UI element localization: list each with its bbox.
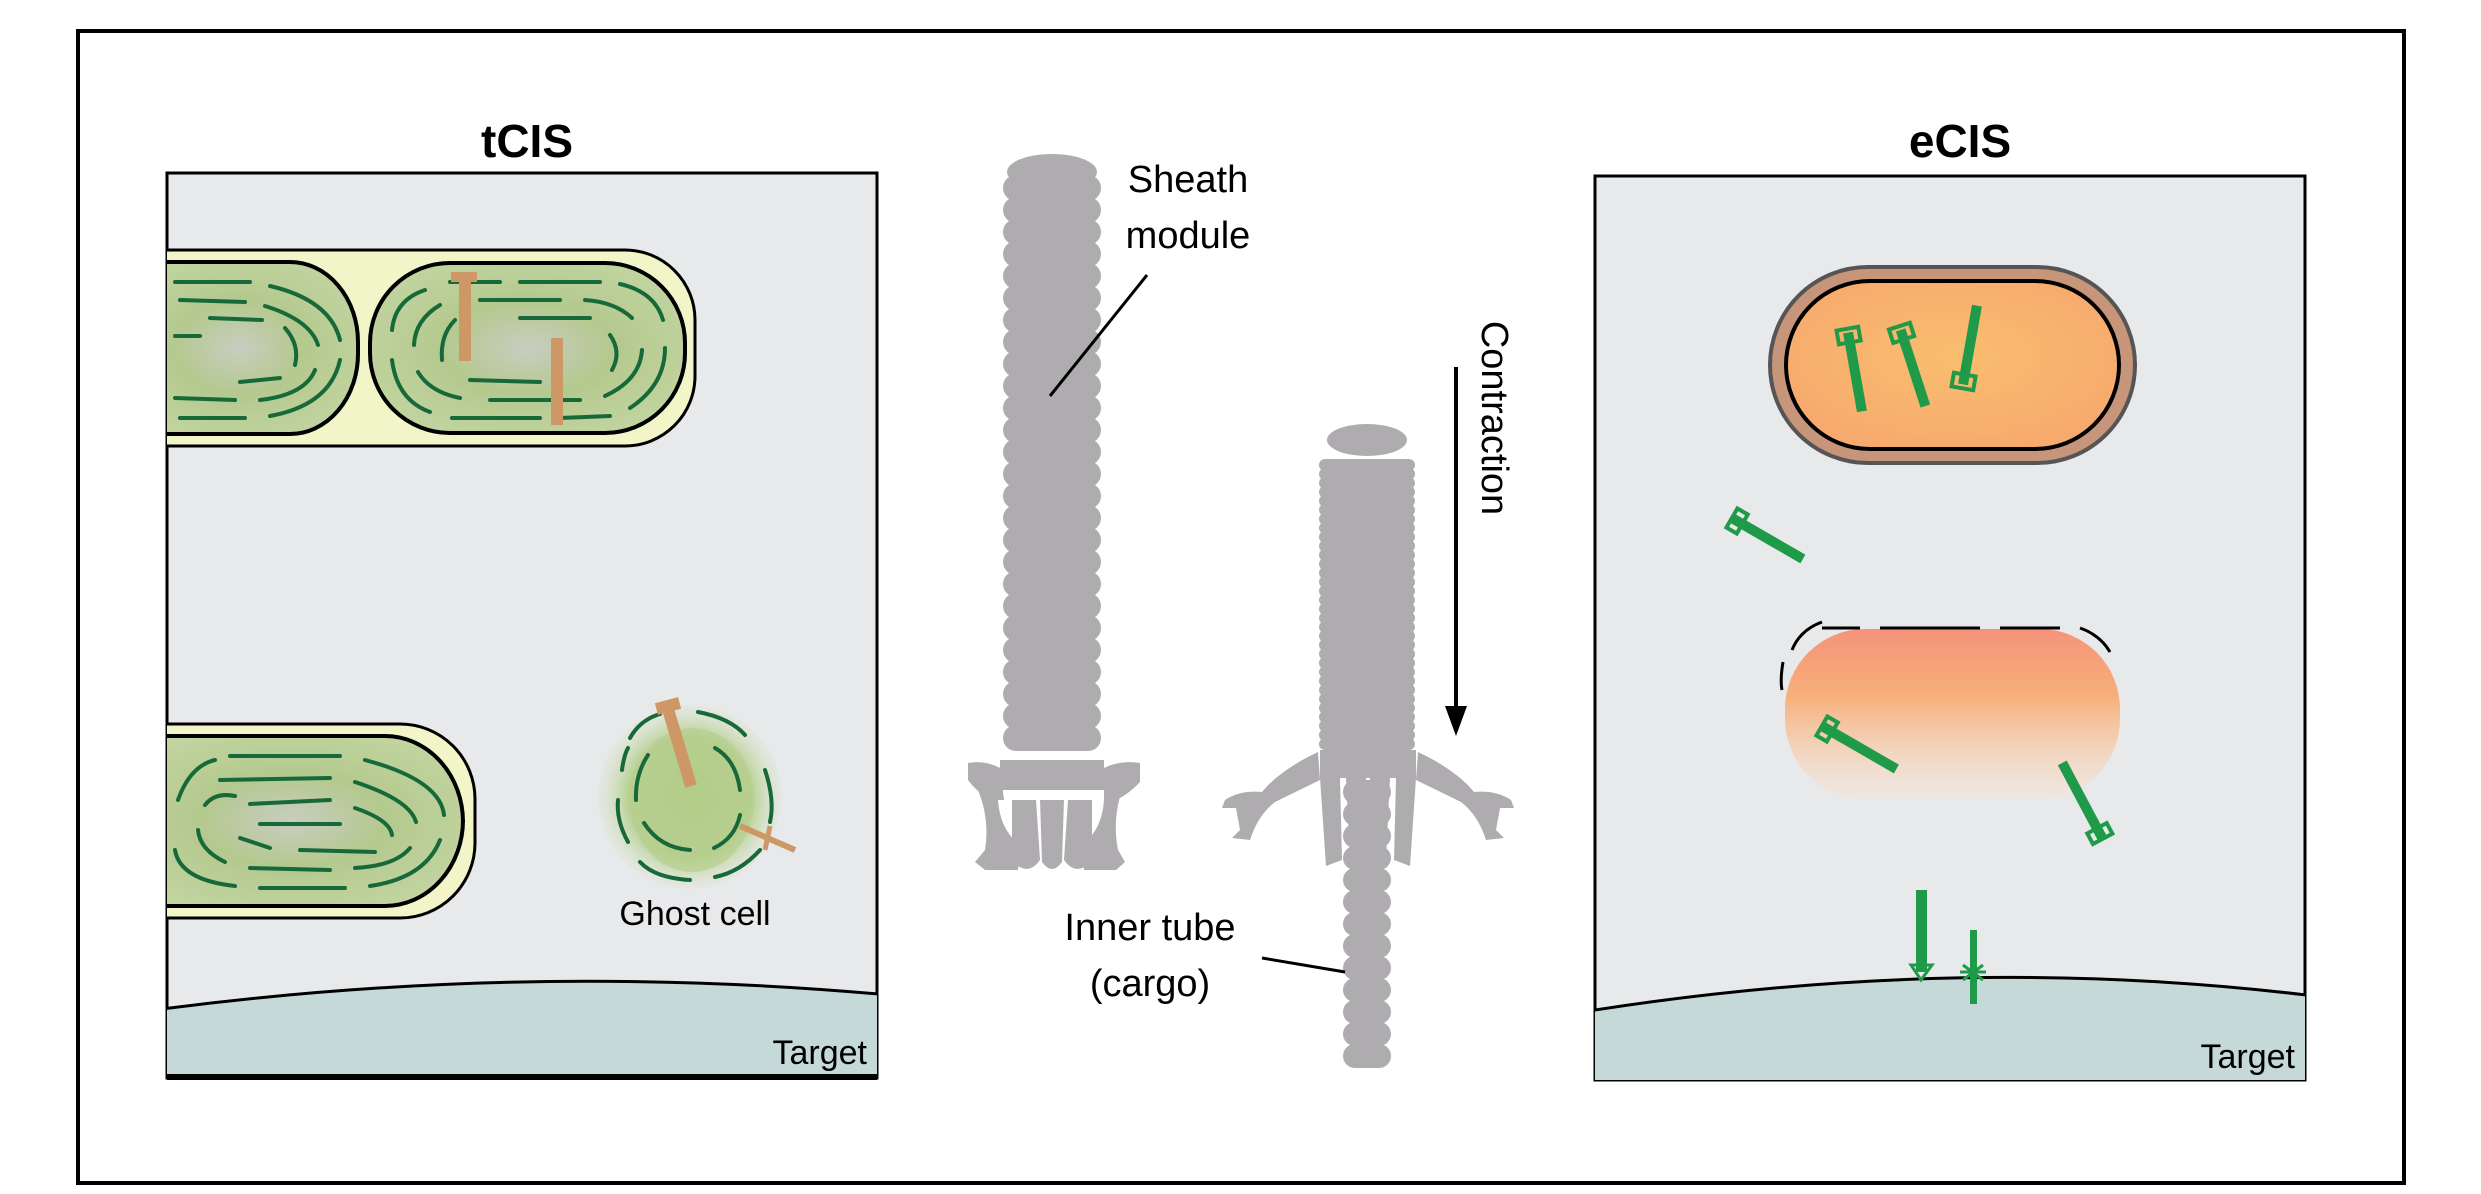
ecis-lysed-cell [1779,620,2120,799]
sheath-ring [1003,197,1101,223]
inner-tube-segment [1343,934,1391,958]
inner-tube-leader-line [1261,956,1346,974]
ecis-target-cell [1595,975,2305,1080]
sheath-ring [1003,395,1101,421]
sheath-ring [1003,703,1101,729]
sheath-ring [1003,549,1101,575]
sheath-ring [1003,219,1101,245]
contraction-arrow-group: Contraction [1445,321,1515,736]
sheath-ring [1003,505,1101,531]
tcis-target-cell [167,979,877,1078]
inner-tube-segment [1343,1000,1391,1024]
sheath-ring [1003,593,1101,619]
ghost-cell-label: Ghost cell [619,895,770,933]
ecis-released-particle [1723,505,1806,564]
contracted-baseplate [1222,750,1514,866]
sheath-ring [1003,725,1101,751]
tcis-cell-top-left [167,260,360,436]
tcis-tan-sheath [551,338,563,425]
inner-tube-segment [1343,1022,1391,1046]
sheath-ring [1003,373,1101,399]
tcis-panel: tCIS [165,115,879,1080]
sheath-ring [1003,615,1101,641]
extended-sheath [968,154,1140,870]
ecis-docking-particle [1908,890,1935,983]
inner-tube-segment [1343,868,1391,892]
contracted-sheath-cap [1327,424,1407,456]
sheath-ring [1003,175,1101,201]
tcis-cell-top-right [368,261,687,435]
sheath-label-line2: module [1126,215,1251,257]
sheath-leader-line [1048,274,1149,397]
sheath-ring [1003,329,1101,355]
inner-tube-segment [1343,1044,1391,1068]
sheath-ring [1003,461,1101,487]
extended-baseplate [968,760,1140,870]
inner-tube-segment [1343,780,1391,804]
inner-tube-segment [1343,978,1391,1002]
sheath-ring [1003,263,1101,289]
ecis-panel: eCIS [1593,115,2307,1082]
sheath-label-line1: Sheath [1128,159,1248,201]
sheath-ring [1003,571,1101,597]
ecis-target-label: Target [2201,1038,2296,1076]
inner-tube-label-line2: (cargo) [1090,963,1210,1005]
sheath-ring [1003,527,1101,553]
inner-tube-segment [1343,956,1391,980]
tcis-cell-bottom [167,734,465,908]
inner-tube-segment [1343,890,1391,914]
contraction-arrowhead [1445,706,1467,736]
ghost-cell: Ghost cell [598,697,797,933]
sheath-ring [1003,351,1101,377]
inner-tube-segment [1343,802,1391,826]
sheath-ring [1003,439,1101,465]
contracted-sheath-ring [1319,738,1415,750]
sheath-ring [1003,241,1101,267]
sheath-ring [1003,659,1101,685]
inner-tube-segment [1343,912,1391,936]
inner-tube-segment [1343,846,1391,870]
ecis-injecting-particle [1960,930,1986,1004]
sheath-ring [1003,417,1101,443]
sheath-ring [1003,285,1101,311]
sheath-label-group: Sheath module [1048,159,1251,397]
contracted-sheath [1222,424,1514,1068]
inner-tube-label-line1: Inner tube [1064,907,1235,949]
contraction-label: Contraction [1473,321,1515,515]
sheath-ring [1003,307,1101,333]
sheath-ring [1003,681,1101,707]
tcis-target-label: Target [773,1034,868,1072]
sheath-ring [1003,483,1101,509]
inner-tube-segment [1343,824,1391,848]
tcis-title: tCIS [481,115,573,167]
ecis-producer-cell [1768,265,2137,465]
ecis-free-particle [2057,760,2116,847]
inner-tube-label-group: Inner tube (cargo) [1064,907,1346,1005]
sheath-ring [1003,637,1101,663]
ecis-title: eCIS [1909,115,2011,167]
tcis-tan-sheath [459,276,471,361]
